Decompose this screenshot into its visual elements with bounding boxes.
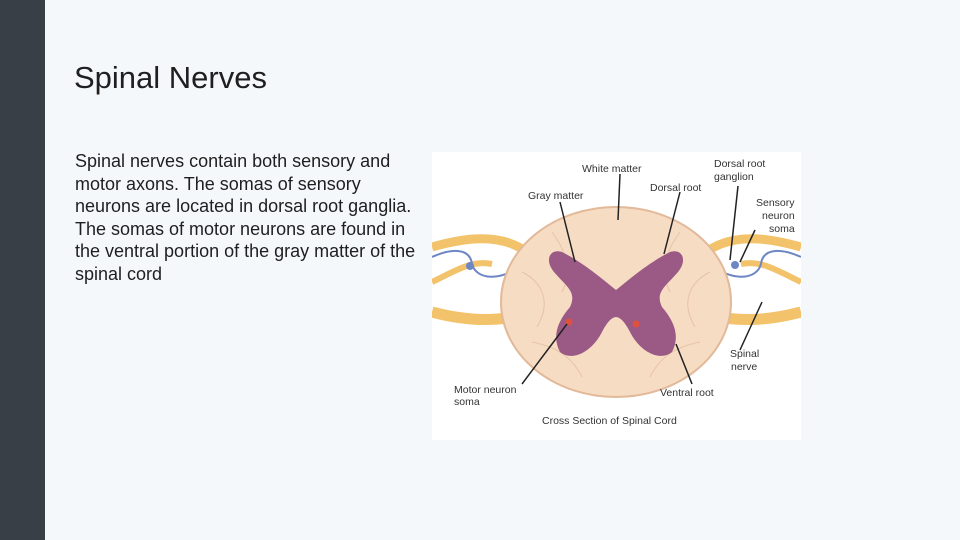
label-sensory-line2: neuron — [762, 210, 795, 222]
sensory-soma-left — [466, 262, 474, 270]
leader-lines — [521, 173, 763, 385]
white-matter-texture — [521, 231, 711, 378]
diagram-caption: Cross Section of Spinal Cord — [542, 415, 677, 427]
slide-body-text: Spinal nerves contain both sensory and m… — [75, 151, 416, 284]
motor-soma-left — [565, 318, 573, 326]
motor-soma-right — [632, 320, 640, 328]
label-ventral-root: Ventral root — [660, 387, 714, 399]
label-sensory-line3: soma — [769, 223, 795, 235]
label-dorsal-root: Dorsal root — [650, 182, 701, 194]
label-dorsal-root-ganglion-line1: Dorsal root — [714, 158, 765, 170]
label-white-matter: White matter — [582, 163, 642, 175]
label-sensory-line1: Sensory — [756, 197, 795, 209]
slide-title: Spinal Nerves — [74, 60, 267, 95]
side-accent-bar — [0, 0, 45, 540]
spinal-cord-diagram: White matter Gray matter Dorsal root Dor… — [432, 152, 801, 440]
spinal-cord-illustration: White matter Gray matter Dorsal root Dor… — [432, 158, 801, 427]
ventral-fissure — [611, 320, 621, 380]
sensory-soma-right — [731, 261, 739, 269]
gray-matter — [548, 251, 684, 356]
label-gray-matter: Gray matter — [528, 190, 584, 202]
label-dorsal-root-ganglion-line2: ganglion — [714, 171, 754, 183]
label-spinal-nerve-line1: Spinal — [730, 348, 759, 360]
label-motor-line2: soma — [454, 396, 480, 408]
label-motor-line1: Motor neuron — [454, 384, 517, 396]
label-spinal-nerve-line2: nerve — [731, 361, 757, 373]
